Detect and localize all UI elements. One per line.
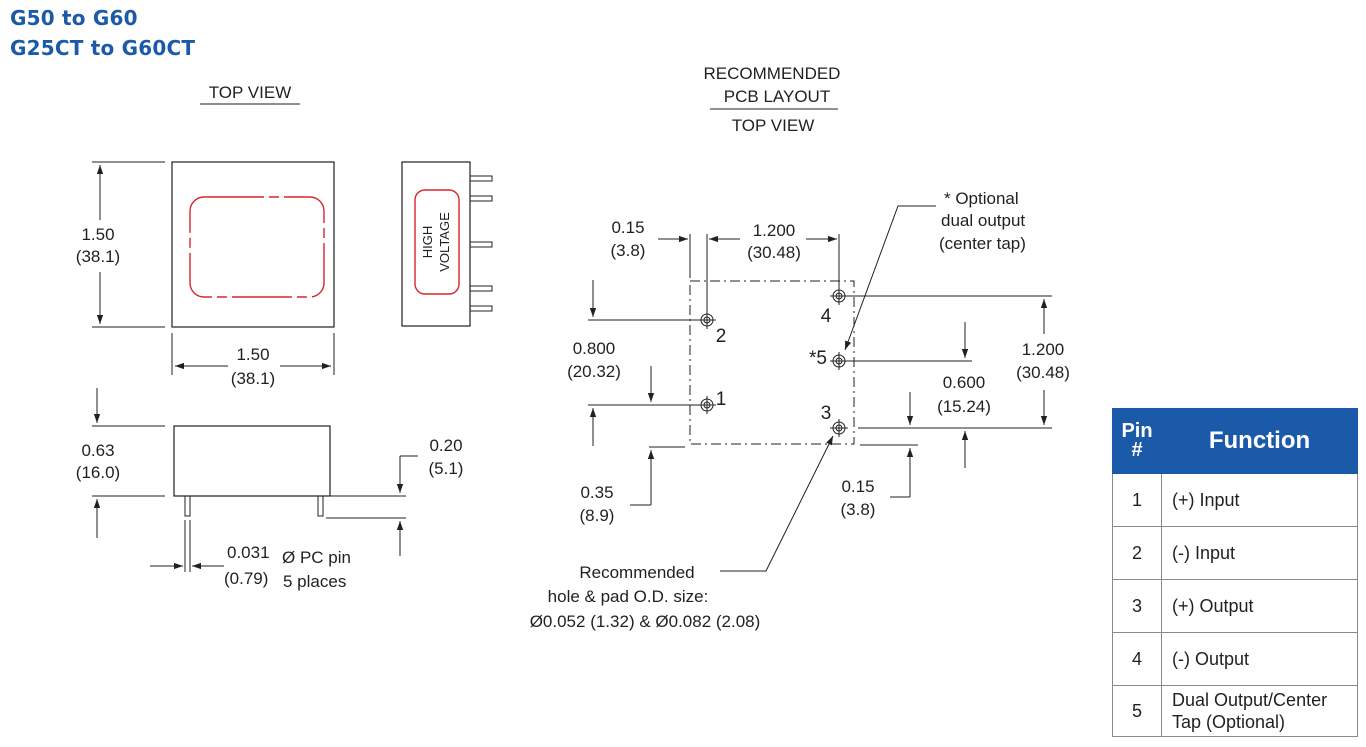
pin-number: 5 — [1112, 685, 1162, 737]
pin-function: Dual Output/Center Tap (Optional) — [1161, 685, 1358, 737]
pin-function: (-) Input — [1161, 526, 1358, 580]
top-offset-mm: (3.8) — [611, 241, 646, 260]
pin-note-line-2: 5 places — [283, 572, 346, 591]
pcb-pin-label-1: 1 — [716, 389, 727, 410]
pin-function-line-1: Dual Output/Center — [1172, 690, 1328, 710]
top-spacing-inch: 1.200 — [753, 221, 796, 240]
side-view-pins — [469, 175, 493, 312]
side-view-outline — [401, 161, 471, 327]
bottom-left-inch: 0.35 — [580, 483, 613, 502]
height-dim-inch: 1.50 — [81, 225, 114, 244]
pin-number: 2 — [1112, 526, 1162, 580]
right-height-mm: (30.48) — [1016, 363, 1070, 382]
table-row: 3 (+) Output — [1112, 579, 1358, 633]
hole-note-leader — [720, 435, 834, 572]
body-height-mm: (16.0) — [76, 463, 120, 482]
optional-note-line-3: (center tap) — [939, 234, 1026, 253]
module-outline — [171, 161, 335, 328]
pcb-pin-5 — [830, 352, 848, 370]
bottom-right-inch: 0.15 — [841, 477, 874, 496]
width-dim-mm: (38.1) — [231, 369, 275, 388]
table-row: 5 Dual Output/Center Tap (Optional) — [1112, 685, 1358, 737]
pin-dia-mm: (0.79) — [224, 569, 268, 588]
pcb-heading-line-3: TOP VIEW — [732, 116, 815, 135]
bottom-left-mm: (8.9) — [580, 506, 615, 525]
pin-number: 4 — [1112, 632, 1162, 686]
pin-column-header: Pin # — [1112, 408, 1162, 474]
function-column-header: Function — [1161, 408, 1358, 474]
hole-note-line-1: Recommended — [579, 563, 694, 582]
pin12-inch: 0.800 — [573, 339, 616, 358]
pin-function: (+) Output — [1161, 579, 1358, 633]
page-title-line-1: G50 to G60 — [10, 6, 138, 30]
pcb-pin-label-4: 4 — [821, 306, 832, 327]
optional-note-line-1: * Optional — [944, 189, 1019, 208]
pcb-module-outline — [689, 280, 855, 445]
pcb-pin-label-5: *5 — [809, 348, 827, 369]
center-tap-mm: (15.24) — [937, 397, 991, 416]
optional-note-line-2: dual output — [941, 211, 1025, 230]
pcb-pin-label-2: 2 — [716, 326, 727, 347]
pin-note-line-1: Ø PC pin — [282, 548, 351, 567]
end-view-pins — [184, 495, 324, 517]
hole-note-line-2: hole & pad O.D. size: — [548, 587, 709, 606]
bottom-right-mm: (3.8) — [841, 500, 876, 519]
optional-note-leader — [844, 205, 936, 351]
page-title-line-2: G25CT to G60CT — [10, 36, 196, 60]
height-dim-mm: (38.1) — [76, 247, 120, 266]
pcb-pin-3 — [830, 419, 848, 437]
top-spacing-mm: (30.48) — [747, 243, 801, 262]
pin-header-label: Pin — [1121, 420, 1153, 442]
table-row: 2 (-) Input — [1112, 526, 1358, 580]
side-label-voltage: VOLTAGE — [437, 212, 452, 272]
pin-function: (+) Input — [1161, 473, 1358, 527]
pcb-pin-4 — [830, 287, 848, 305]
pin-function-line-2: Tap (Optional) — [1172, 712, 1286, 732]
pin-length-inch: 0.20 — [429, 436, 462, 455]
right-height-inch: 1.200 — [1022, 340, 1065, 359]
pin-header-hash: # — [1131, 439, 1143, 461]
body-height-inch: 0.63 — [81, 441, 114, 460]
width-dim-inch: 1.50 — [236, 345, 269, 364]
pin-number: 1 — [1112, 473, 1162, 527]
pin-dia-inch: 0.031 — [227, 543, 270, 562]
top-offset-inch: 0.15 — [611, 218, 644, 237]
table-row: 4 (-) Output — [1112, 632, 1358, 686]
pcb-pin-holes — [698, 287, 848, 437]
center-tap-inch: 0.600 — [943, 373, 986, 392]
pin-function: (-) Output — [1161, 632, 1358, 686]
pcb-heading-line-2: PCB LAYOUT — [724, 87, 830, 106]
hv-keepout-outline — [189, 196, 325, 298]
pin12-mm: (20.32) — [567, 362, 621, 381]
pcb-pin-2 — [698, 311, 716, 329]
hole-note-line-3: Ø0.052 (1.32) & Ø0.082 (2.08) — [530, 612, 761, 631]
end-view-outline — [173, 425, 331, 497]
pin-function-table: Pin # Function 1 (+) Input 2 (-) Input 3… — [1112, 408, 1358, 737]
pin-table-header-row: Pin # Function — [1112, 408, 1358, 474]
pcb-pin-label-3: 3 — [821, 403, 832, 424]
pcb-layout-drawing: RECOMMENDED PCB LAYOUT TOP VIEW 1 2 3 4 … — [530, 64, 1070, 631]
pcb-heading-line-1: RECOMMENDED — [704, 64, 841, 83]
table-row: 1 (+) Input — [1112, 473, 1358, 527]
top-view-heading: TOP VIEW — [209, 83, 292, 102]
top-view-drawing: TOP VIEW 1.50 (38.1) 1.50 (38.1) HIGH VO… — [76, 83, 493, 591]
side-view-hv-outline — [414, 189, 460, 295]
pin-length-mm: (5.1) — [429, 459, 464, 478]
pcb-pin-1 — [698, 396, 716, 414]
side-label-high: HIGH — [420, 226, 435, 259]
pin-number: 3 — [1112, 579, 1162, 633]
